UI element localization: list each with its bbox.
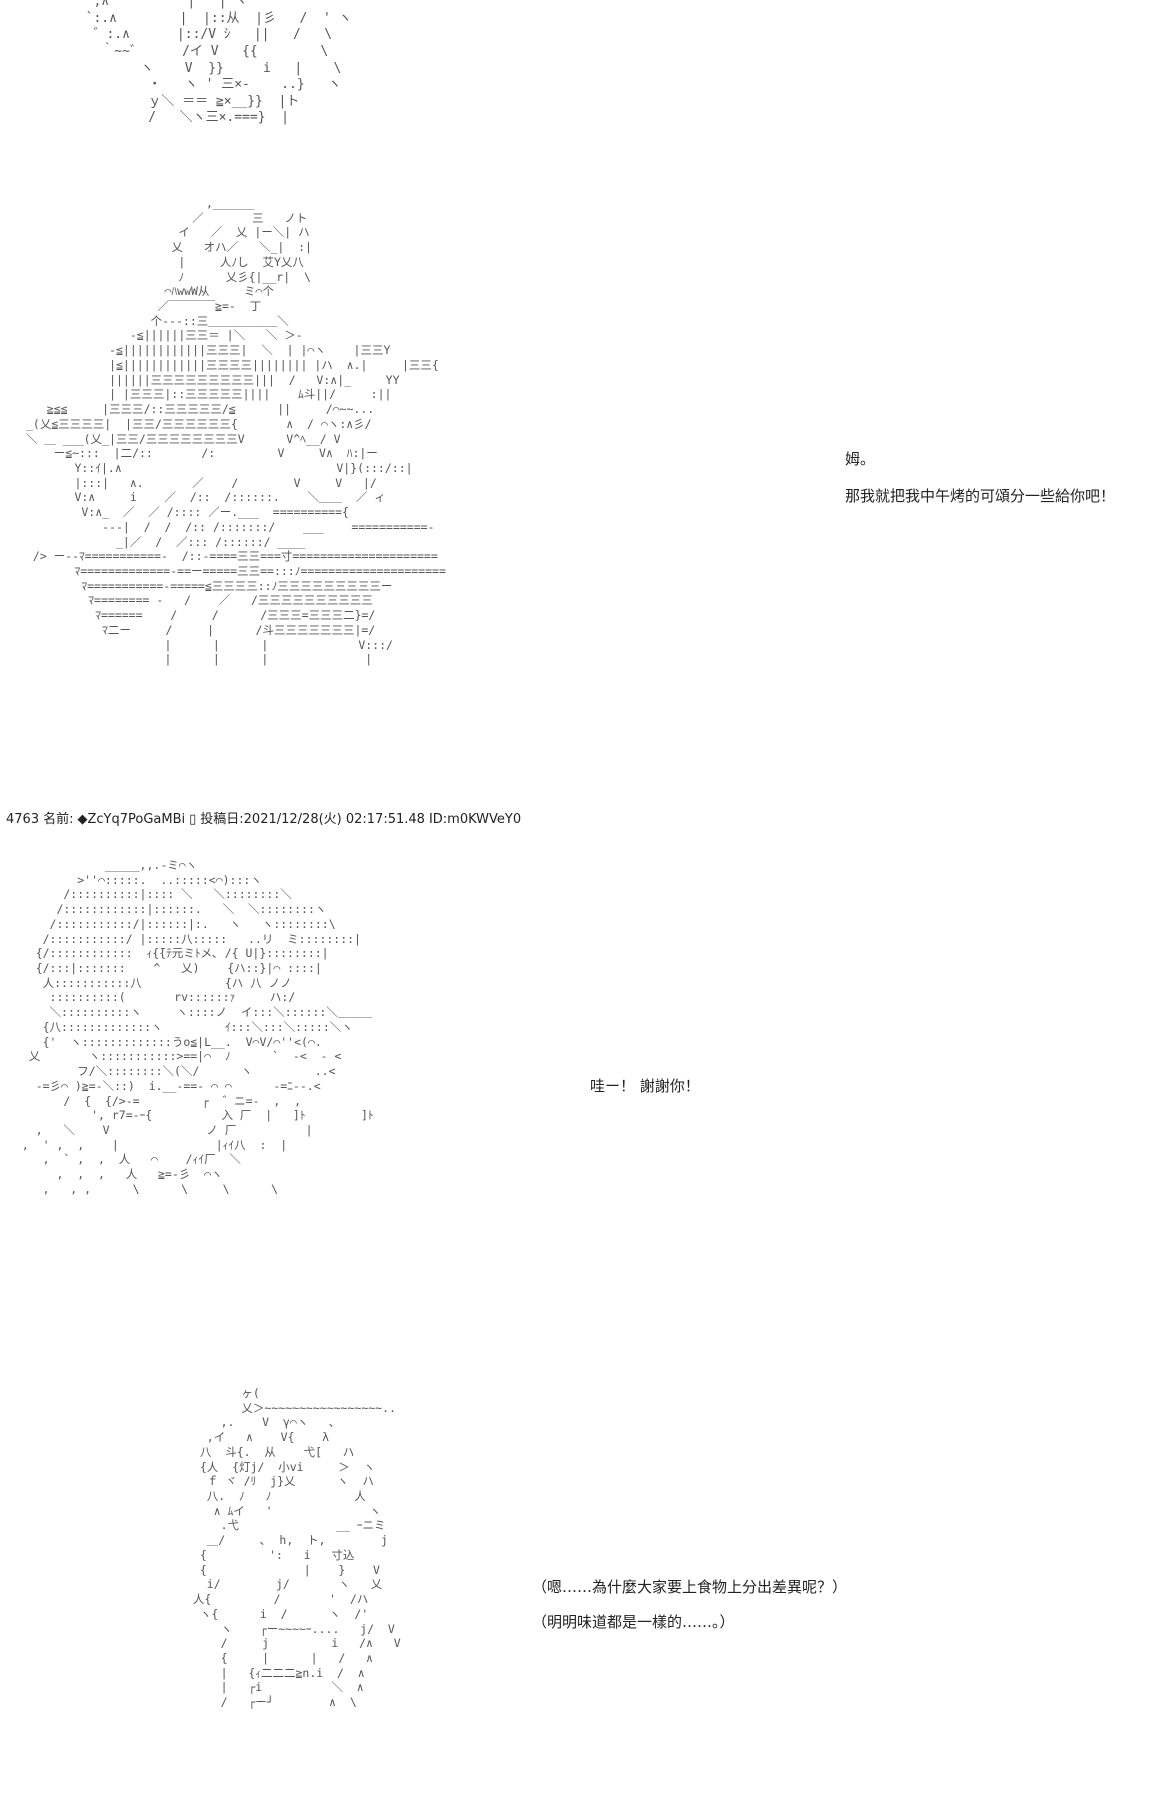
ascii-art-scene-2: ,______ ／ 三 ノト イ ／ 乂 |ー＼| ハ 乂 オハ／ ＼_| :|… bbox=[26, 196, 446, 667]
ascii-art-scene-1: ,∧ | | ヽ `:.∧ | |::从 |彡 / ' ヽ ゛:.∧ |::/V… bbox=[85, 0, 352, 126]
post-trip: ◆ZcYq7PoGaMBi bbox=[77, 812, 186, 827]
dialogue-scene-3-line-1: 哇ー！ 謝謝你！ bbox=[590, 1077, 700, 1095]
dialogue-scene-2-line-2: 那我就把我中午烤的可頌分一些給你吧！ bbox=[845, 487, 1116, 505]
post-name-label: 名前: bbox=[43, 812, 74, 827]
post-number: 4763 bbox=[6, 812, 40, 827]
post-id: ID:m0KWVeY0 bbox=[428, 812, 522, 827]
ascii-art-scene-3: _____,,.-ミ⌒ヽ >''⌒:::::. ..:::::<⌒):::ヽ /… bbox=[21, 858, 374, 1196]
dialogue-scene-4-line-1: （嗯……為什麼大家要上食物上分出差異呢？） bbox=[532, 1578, 848, 1596]
post-date: 投稿日:2021/12/28(火) 02:17:51.48 bbox=[200, 812, 425, 827]
post-box-glyph: ▯ bbox=[189, 812, 197, 827]
dialogue-scene-2-line-1: 姆。 bbox=[845, 450, 876, 468]
dialogue-scene-4-line-2: （明明味道都是一樣的……。） bbox=[532, 1613, 735, 1631]
ascii-art-scene-4: ヶ( 乂＞~~~~~~~~~~~~~~~~~.. ,. V γ⌒ヽ ､ ,イ ∧… bbox=[192, 1386, 401, 1710]
